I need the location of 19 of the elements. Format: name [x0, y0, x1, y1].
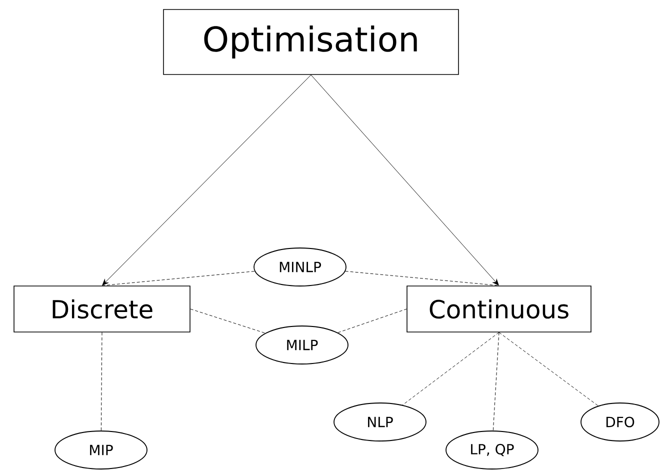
dashed-line — [345, 270, 500, 286]
arrow — [310, 74, 499, 286]
dashed-line — [338, 308, 407, 333]
ellipse-node: LP, QP — [446, 430, 538, 470]
dashed-line — [498, 332, 598, 406]
dashed-line — [492, 332, 500, 431]
category-box: Discrete — [14, 286, 190, 332]
arrow — [102, 74, 312, 286]
dashed-line — [102, 271, 255, 286]
ellipse-node: DFO — [580, 402, 660, 442]
ellipse-node: MIP — [54, 430, 148, 470]
dashed-line — [100, 332, 102, 431]
category-box: Continuous — [406, 286, 592, 332]
ellipse-node: MILP — [256, 326, 348, 364]
ellipse-node: MINLP — [254, 248, 346, 286]
dashed-line — [190, 308, 266, 334]
ellipse-node: NLP — [334, 402, 426, 442]
dashed-line — [402, 332, 500, 406]
title-box: Optimisation — [163, 9, 459, 75]
